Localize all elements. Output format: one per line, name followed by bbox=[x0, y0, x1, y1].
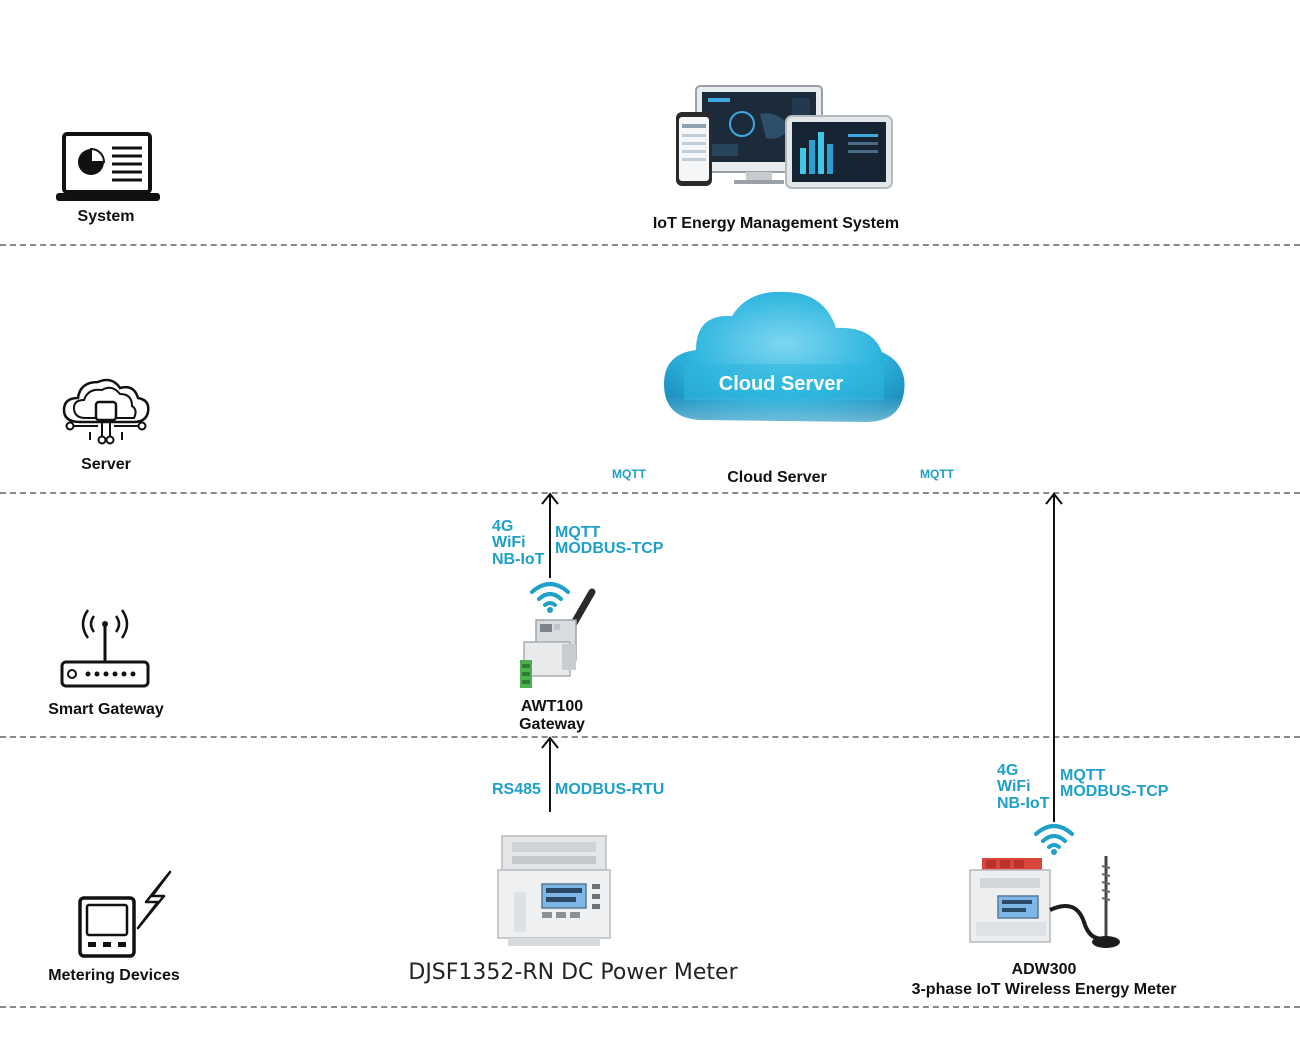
dc-power-meter-device bbox=[497, 832, 611, 953]
devices-dashboard-icon bbox=[672, 84, 896, 195]
divider-bottom bbox=[0, 1006, 1300, 1008]
cloud-network-icon bbox=[60, 374, 152, 455]
gateway-uplink-network-1: WiFi bbox=[492, 534, 526, 551]
system-caption: IoT Energy Management System bbox=[652, 215, 900, 232]
layer-label-metering-devices: Metering Devices bbox=[48, 967, 180, 984]
gateway-uplink-network-0: 4G bbox=[492, 518, 514, 535]
wifi-icon bbox=[530, 580, 570, 619]
laptop-pie-chart-icon bbox=[54, 132, 162, 209]
meter-uplink-arrow bbox=[540, 736, 560, 817]
adw300-uplink-protocol-1: MODBUS-TCP bbox=[1060, 783, 1169, 800]
router-icon bbox=[58, 602, 152, 697]
gateway-name: AWT100 bbox=[520, 698, 584, 715]
cloud-server-icon: Cloud Server bbox=[660, 288, 910, 473]
mqtt-label-left: MQTT bbox=[612, 467, 646, 481]
divider-server-gateway bbox=[0, 492, 1300, 494]
divider-system-server bbox=[0, 244, 1300, 246]
cloud-server-title: Cloud Server bbox=[719, 373, 844, 395]
adw300-uplink-arrow bbox=[1044, 492, 1064, 827]
adw300-uplink-network-1: WiFi bbox=[997, 778, 1031, 795]
layer-label-server: Server bbox=[81, 456, 131, 473]
gateway-sub: Gateway bbox=[519, 716, 585, 733]
gateway-uplink-protocol-1: MODBUS-TCP bbox=[555, 540, 664, 557]
adw300-uplink-network-2: NB-IoT bbox=[997, 795, 1050, 812]
cloud-server-caption: Cloud Server bbox=[727, 469, 827, 486]
dc-meter-caption: DJSF1352-RN DC Power Meter bbox=[408, 960, 738, 985]
adw300-sub: 3-phase IoT Wireless Energy Meter bbox=[911, 981, 1177, 998]
layer-label-smart-gateway: Smart Gateway bbox=[48, 701, 164, 718]
gateway-uplink-protocol-0: MQTT bbox=[555, 524, 601, 541]
adw300-uplink-protocol-0: MQTT bbox=[1060, 767, 1106, 784]
adw300-name: ADW300 bbox=[1011, 961, 1077, 978]
adw300-wifi-icon bbox=[1034, 822, 1074, 861]
gateway-uplink-arrow bbox=[540, 492, 560, 583]
adw300-meter-device bbox=[966, 852, 1126, 957]
adw300-uplink-network-0: 4G bbox=[997, 762, 1019, 779]
gateway-uplink-network-2: NB-IoT bbox=[492, 551, 545, 568]
mqtt-label-right: MQTT bbox=[920, 467, 954, 481]
layer-label-system: System bbox=[77, 208, 135, 225]
rs485-label: RS485 bbox=[492, 781, 541, 798]
awt100-gateway-device bbox=[514, 586, 602, 699]
divider-gateway-devices bbox=[0, 736, 1300, 738]
modbus-rtu-label: MODBUS-RTU bbox=[555, 781, 665, 798]
meter-lightning-icon bbox=[76, 870, 176, 965]
